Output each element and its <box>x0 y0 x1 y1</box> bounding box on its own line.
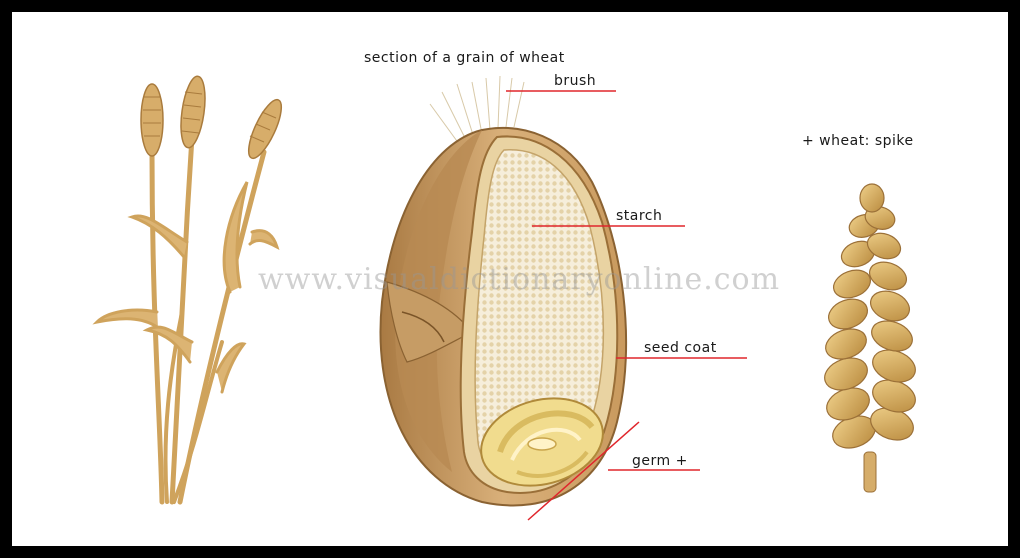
diagram-title: section of a grain of wheat <box>364 50 565 66</box>
seed-coat-label: seed coat <box>644 340 717 356</box>
wheat-plant-illustration <box>97 137 277 502</box>
wheat-spike-illustration <box>820 184 920 492</box>
starch-label: starch <box>616 208 662 224</box>
germ-label[interactable]: germ + <box>632 453 688 469</box>
watermark-text: www.visualdictionaryonline.com <box>258 262 780 297</box>
diagram-frame: www.visualdictionaryonline.com section o… <box>12 12 1008 546</box>
spike-label[interactable]: + wheat: spike <box>802 133 914 149</box>
brush-label: brush <box>554 73 596 89</box>
wheat-ear-icon <box>141 75 288 162</box>
